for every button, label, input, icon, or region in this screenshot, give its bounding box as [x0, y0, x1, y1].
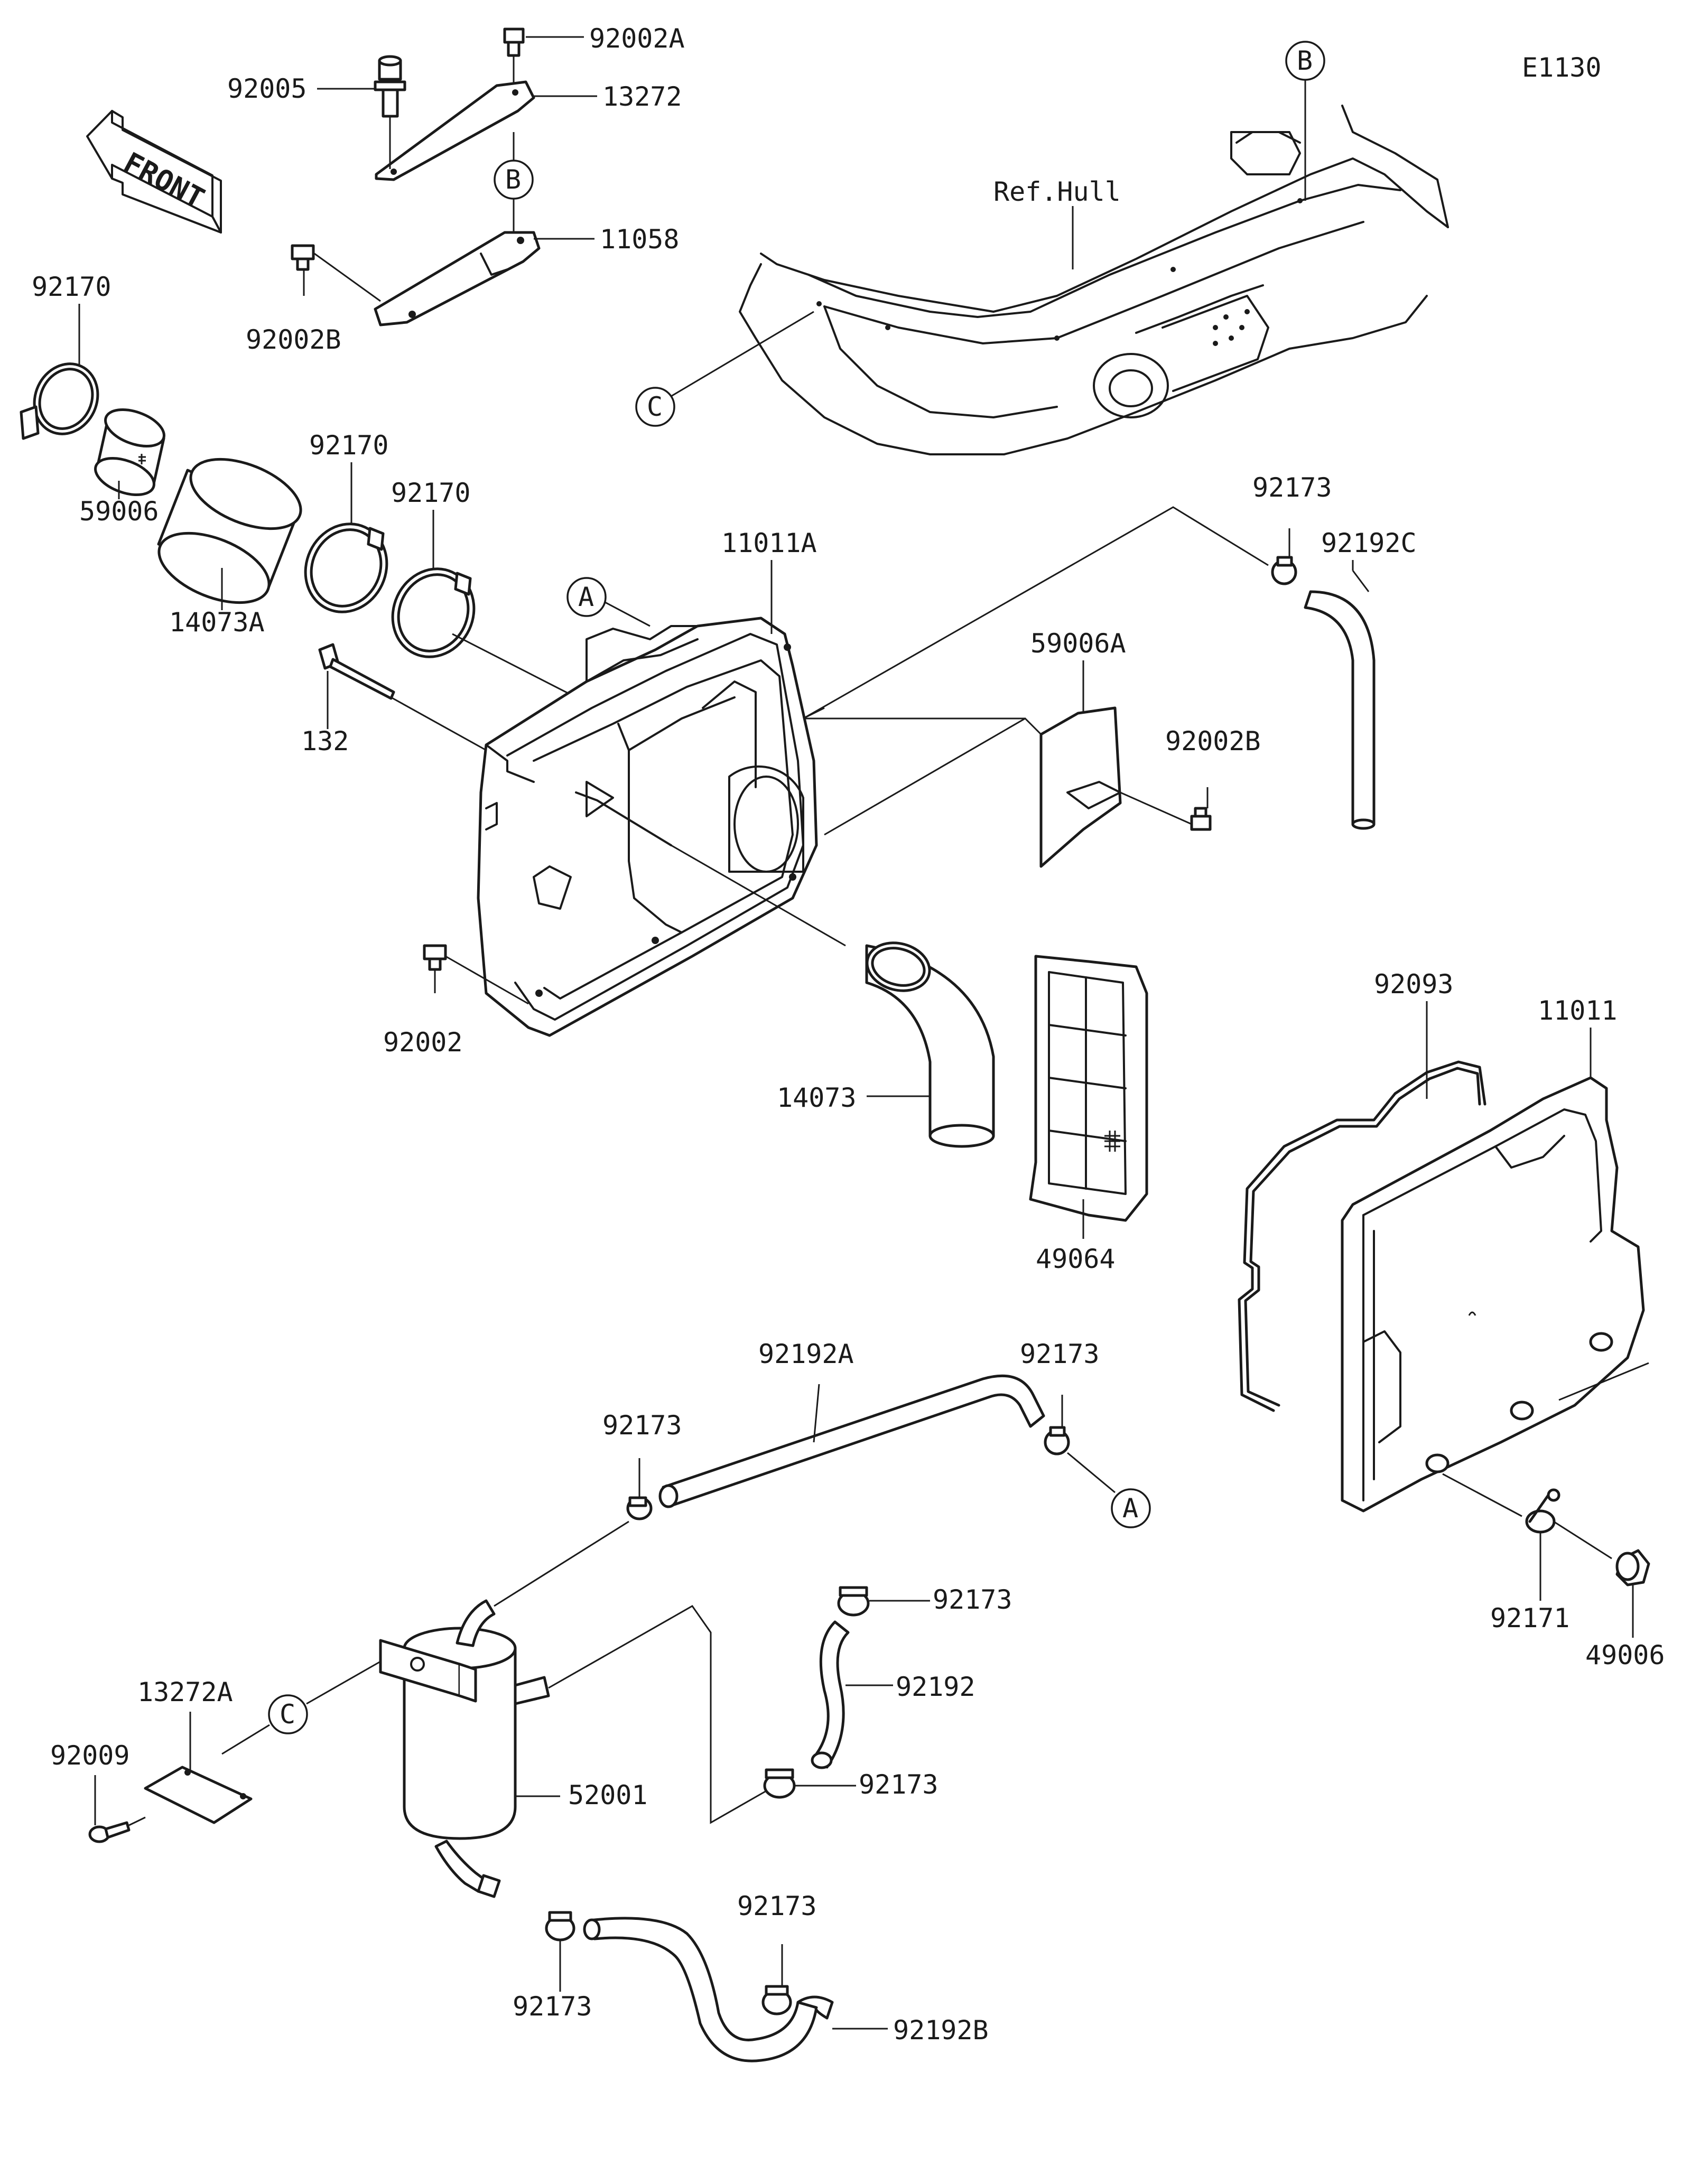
callout-a-bottom — [1111, 1488, 1151, 1528]
callout-c-hull-label: C — [647, 391, 663, 422]
airbox-11011-icon — [1341, 1076, 1645, 1513]
clamp-92173-c-icon — [837, 1586, 870, 1617]
callout-a-top — [566, 577, 607, 617]
bracket-13272 — [375, 80, 535, 181]
clamp-92173-b-icon — [1044, 1426, 1070, 1455]
bolt-92002B-mid-icon — [1190, 807, 1212, 831]
label-14073: 14073 — [777, 1082, 857, 1113]
clamp-92170-b-icon — [304, 522, 388, 613]
ref-hull-label: Ref.Hull — [993, 176, 1121, 207]
cap-49006-icon — [1615, 1549, 1650, 1586]
clip-92171-icon — [1525, 1488, 1560, 1534]
callout-a-top-label: A — [578, 582, 594, 612]
callout-b-mid-label: B — [505, 164, 521, 195]
hose-92192C-icon — [1304, 590, 1376, 830]
label-14073A: 14073A — [169, 607, 265, 638]
clamp-92173-a-icon — [626, 1496, 653, 1520]
callout-c-hull — [635, 387, 675, 427]
callout-a-bottom-label: A — [1122, 1493, 1138, 1524]
clamp-92173-top-icon — [1271, 556, 1297, 585]
cover-59006A-icon — [1039, 706, 1122, 868]
label-92002B-top: 92002B — [246, 324, 341, 355]
label-92173-top: 92173 — [1252, 472, 1332, 503]
hose-92192B-icon — [583, 1917, 834, 2062]
bolt-132-icon — [318, 643, 395, 700]
label-92173-f: 92173 — [737, 1891, 817, 1921]
filter-59006-icon — [94, 408, 165, 496]
bracket-13272A-icon — [144, 1766, 253, 1824]
clamp-92170-c-icon — [391, 567, 476, 658]
label-92192A: 92192A — [758, 1339, 854, 1369]
label-92173-c: 92173 — [933, 1584, 1012, 1615]
elbow-14073-icon — [865, 941, 995, 1148]
callout-b-top-label: B — [1297, 45, 1313, 76]
bolt-92002-icon — [423, 944, 447, 971]
label-92173-b: 92173 — [1020, 1339, 1100, 1369]
hull-illustration — [739, 105, 1449, 455]
bolt-92005-icon — [374, 55, 406, 118]
label-132: 132 — [301, 726, 349, 757]
label-92009: 92009 — [50, 1740, 130, 1771]
clamp-92173-d-icon — [763, 1768, 796, 1799]
label-11011: 11011 — [1538, 995, 1618, 1026]
label-92005: 92005 — [227, 73, 307, 104]
screw-92009-icon — [88, 1821, 131, 1843]
duct-14073A-icon — [157, 458, 302, 604]
label-13272A: 13272A — [137, 1677, 233, 1707]
label-49064: 49064 — [1036, 1244, 1116, 1274]
label-92173-e: 92173 — [513, 1991, 592, 2022]
clamp-92170-a-icon — [20, 362, 99, 440]
label-92192B: 92192B — [893, 2015, 989, 2046]
label-92192C: 92192C — [1321, 528, 1417, 558]
label-59006: 59006 — [79, 496, 159, 527]
label-92170-b: 92170 — [309, 430, 389, 461]
diagram-code: E1130 — [1522, 52, 1602, 83]
label-59006A: 59006A — [1030, 628, 1126, 659]
grille-49064-icon — [1029, 955, 1148, 1222]
canister-52001-icon — [379, 1599, 550, 1898]
label-92192: 92192 — [896, 1672, 975, 1702]
bolt-92002A-icon — [503, 27, 525, 57]
label-49006: 49006 — [1585, 1640, 1665, 1670]
label-92002: 92002 — [383, 1027, 463, 1058]
front-arrow-icon: FRONT — [86, 110, 222, 234]
label-92002A: 92002A — [589, 23, 685, 54]
airbox-11011A — [477, 617, 818, 1037]
clamp-92173-f-icon — [761, 1985, 792, 2015]
label-92002B-mid: 92002B — [1165, 726, 1261, 757]
hose-92192A-icon — [658, 1374, 1045, 1508]
label-11011A: 11011A — [721, 528, 817, 558]
label-92171: 92171 — [1490, 1603, 1570, 1634]
callout-c-bottom — [268, 1694, 308, 1734]
bracket-11058 — [374, 231, 541, 326]
hose-92192-icon — [811, 1620, 850, 1769]
label-92170-c: 92170 — [391, 478, 471, 508]
label-92173-a: 92173 — [602, 1410, 682, 1441]
bolt-92002B-top-icon — [291, 244, 315, 271]
label-11058: 11058 — [600, 224, 680, 255]
clamp-92173-e-icon — [545, 1911, 575, 1942]
label-92093: 92093 — [1374, 969, 1454, 1000]
callout-c-bottom-label: C — [280, 1699, 295, 1730]
gasket-92093-icon — [1238, 1060, 1486, 1412]
label-92173-d: 92173 — [859, 1769, 939, 1800]
label-92170-a: 92170 — [32, 272, 112, 302]
label-52001: 52001 — [568, 1780, 648, 1810]
label-13272: 13272 — [602, 81, 682, 112]
